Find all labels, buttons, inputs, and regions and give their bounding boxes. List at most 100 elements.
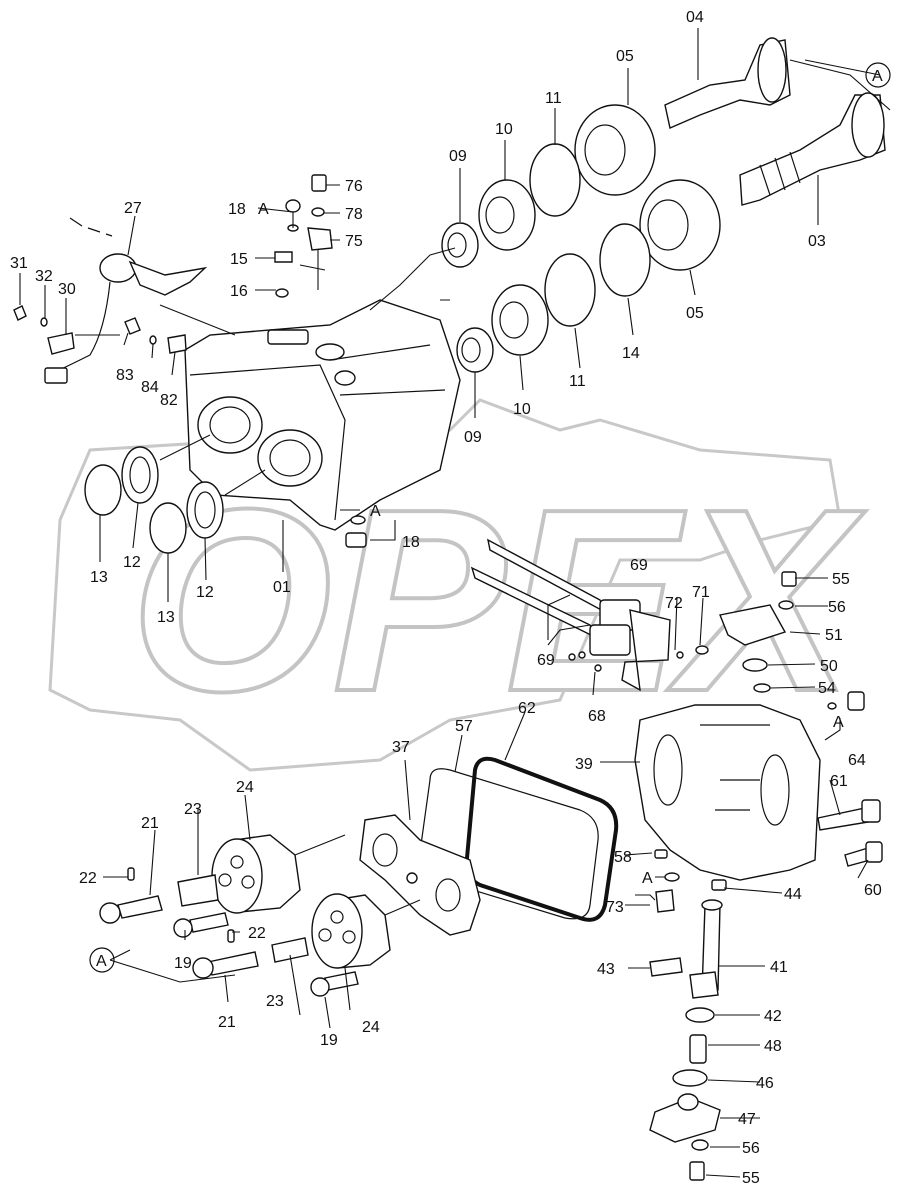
callout-75: 75 <box>345 233 363 250</box>
bearing-05-upper <box>574 104 656 196</box>
callout-54: 54 <box>818 680 836 697</box>
callout-04: 04 <box>686 9 704 26</box>
callout-12: 12 <box>196 584 214 601</box>
callout-76: 76 <box>345 178 363 195</box>
callout-11: 11 <box>545 90 562 107</box>
small-parts-83-84-82 <box>124 317 187 354</box>
callout-27: 27 <box>124 200 142 217</box>
callout-42: 42 <box>764 1008 782 1025</box>
callout-50: 50 <box>820 658 838 675</box>
callout-37: 37 <box>392 739 410 756</box>
callout-03: 03 <box>808 233 826 250</box>
callout-19: 19 <box>320 1032 338 1049</box>
bearing-05-lower <box>639 179 721 271</box>
callout-22: 22 <box>79 870 97 887</box>
nut-09-lower <box>456 327 494 373</box>
callout-09: 09 <box>464 429 482 446</box>
callout-24: 24 <box>362 1019 380 1036</box>
cylinder-block-24-lower <box>311 893 391 969</box>
callout-39: 39 <box>575 756 593 773</box>
callout-83: 83 <box>116 367 134 384</box>
callout-19: 19 <box>174 955 192 972</box>
switch-27 <box>44 217 208 384</box>
callout-15: 15 <box>230 251 248 268</box>
callout-47: 47 <box>738 1111 756 1128</box>
cylinder-block-24-upper <box>211 834 301 914</box>
callout-82: 82 <box>160 392 178 409</box>
pistons-springs <box>99 867 359 997</box>
o-ring-62 <box>464 756 619 922</box>
callout-32: 32 <box>35 268 53 285</box>
callout-58: 58 <box>614 849 632 866</box>
callout-41: 41 <box>770 959 788 976</box>
callout-51: 51 <box>825 627 843 644</box>
watermark: OPEX <box>48 398 868 772</box>
callout-44: 44 <box>784 886 802 903</box>
valve-stack <box>649 849 723 1181</box>
callout-A: A <box>258 201 269 218</box>
callout-24: 24 <box>236 779 254 796</box>
callout-A: A <box>833 714 844 731</box>
callout-43: 43 <box>597 961 615 978</box>
shaft-03 <box>739 92 886 206</box>
callout-64: 64 <box>848 752 866 769</box>
reference-circle-a-bottom <box>89 947 115 973</box>
callout-73: 73 <box>606 899 624 916</box>
callout-69: 69 <box>630 557 648 574</box>
shaft-04 <box>664 37 791 129</box>
callout-68: 68 <box>588 708 606 725</box>
callout-46: 46 <box>756 1075 774 1092</box>
reference-a-top: A <box>872 68 883 85</box>
port-plate-37 <box>359 814 481 936</box>
callout-05: 05 <box>616 48 634 65</box>
callout-62: 62 <box>518 700 536 717</box>
callout-11: 11 <box>569 373 586 390</box>
reference-circle-a-top <box>865 62 891 88</box>
callout-23: 23 <box>266 993 284 1010</box>
callout-30: 30 <box>58 281 76 298</box>
watermark-text: OPEX <box>130 456 866 746</box>
bearing-10-upper <box>478 179 536 251</box>
cover-51 <box>719 571 865 711</box>
fittings-top <box>274 174 333 298</box>
callout-10: 10 <box>495 121 513 138</box>
callout-13: 13 <box>157 609 175 626</box>
leader-lines <box>19 28 869 1178</box>
ring-14 <box>599 223 651 297</box>
callout-55: 55 <box>832 571 850 588</box>
housing-39 <box>634 704 821 891</box>
callout-18: 18 <box>228 201 246 218</box>
callout-61: 61 <box>830 773 848 790</box>
callout-A: A <box>370 503 381 520</box>
callout-21: 21 <box>218 1014 236 1031</box>
seals-12-13 <box>84 434 266 554</box>
callout-14: 14 <box>622 345 640 362</box>
nut-09-upper <box>441 222 479 268</box>
callout-labels: 04 05 11 10 09 27 18 A 76 78 75 15 16 31… <box>10 9 882 1187</box>
callout-A: A <box>96 953 107 970</box>
solenoid-69 <box>470 538 709 692</box>
callout-72: 72 <box>665 595 683 612</box>
callout-05: 05 <box>686 305 704 322</box>
housing-01 <box>184 299 461 531</box>
small-parts-31-32-30 <box>13 305 75 355</box>
callout-55: 55 <box>742 1170 760 1187</box>
callout-21: 21 <box>141 815 159 832</box>
callout-13: 13 <box>90 569 108 586</box>
callout-A: A <box>642 870 653 887</box>
callout-60: 60 <box>864 882 882 899</box>
bearing-10-lower <box>491 284 549 356</box>
callout-57: 57 <box>455 718 473 735</box>
bolts-61-60 <box>817 799 883 867</box>
callout-84: 84 <box>141 379 159 396</box>
callout-23: 23 <box>184 801 202 818</box>
callout-16: 16 <box>230 283 248 300</box>
callout-56: 56 <box>742 1140 760 1157</box>
callout-48: 48 <box>764 1038 782 1055</box>
callout-12: 12 <box>123 554 141 571</box>
callout-78: 78 <box>345 206 363 223</box>
ring-11-lower <box>544 253 596 327</box>
plug-18-lower <box>345 515 367 548</box>
